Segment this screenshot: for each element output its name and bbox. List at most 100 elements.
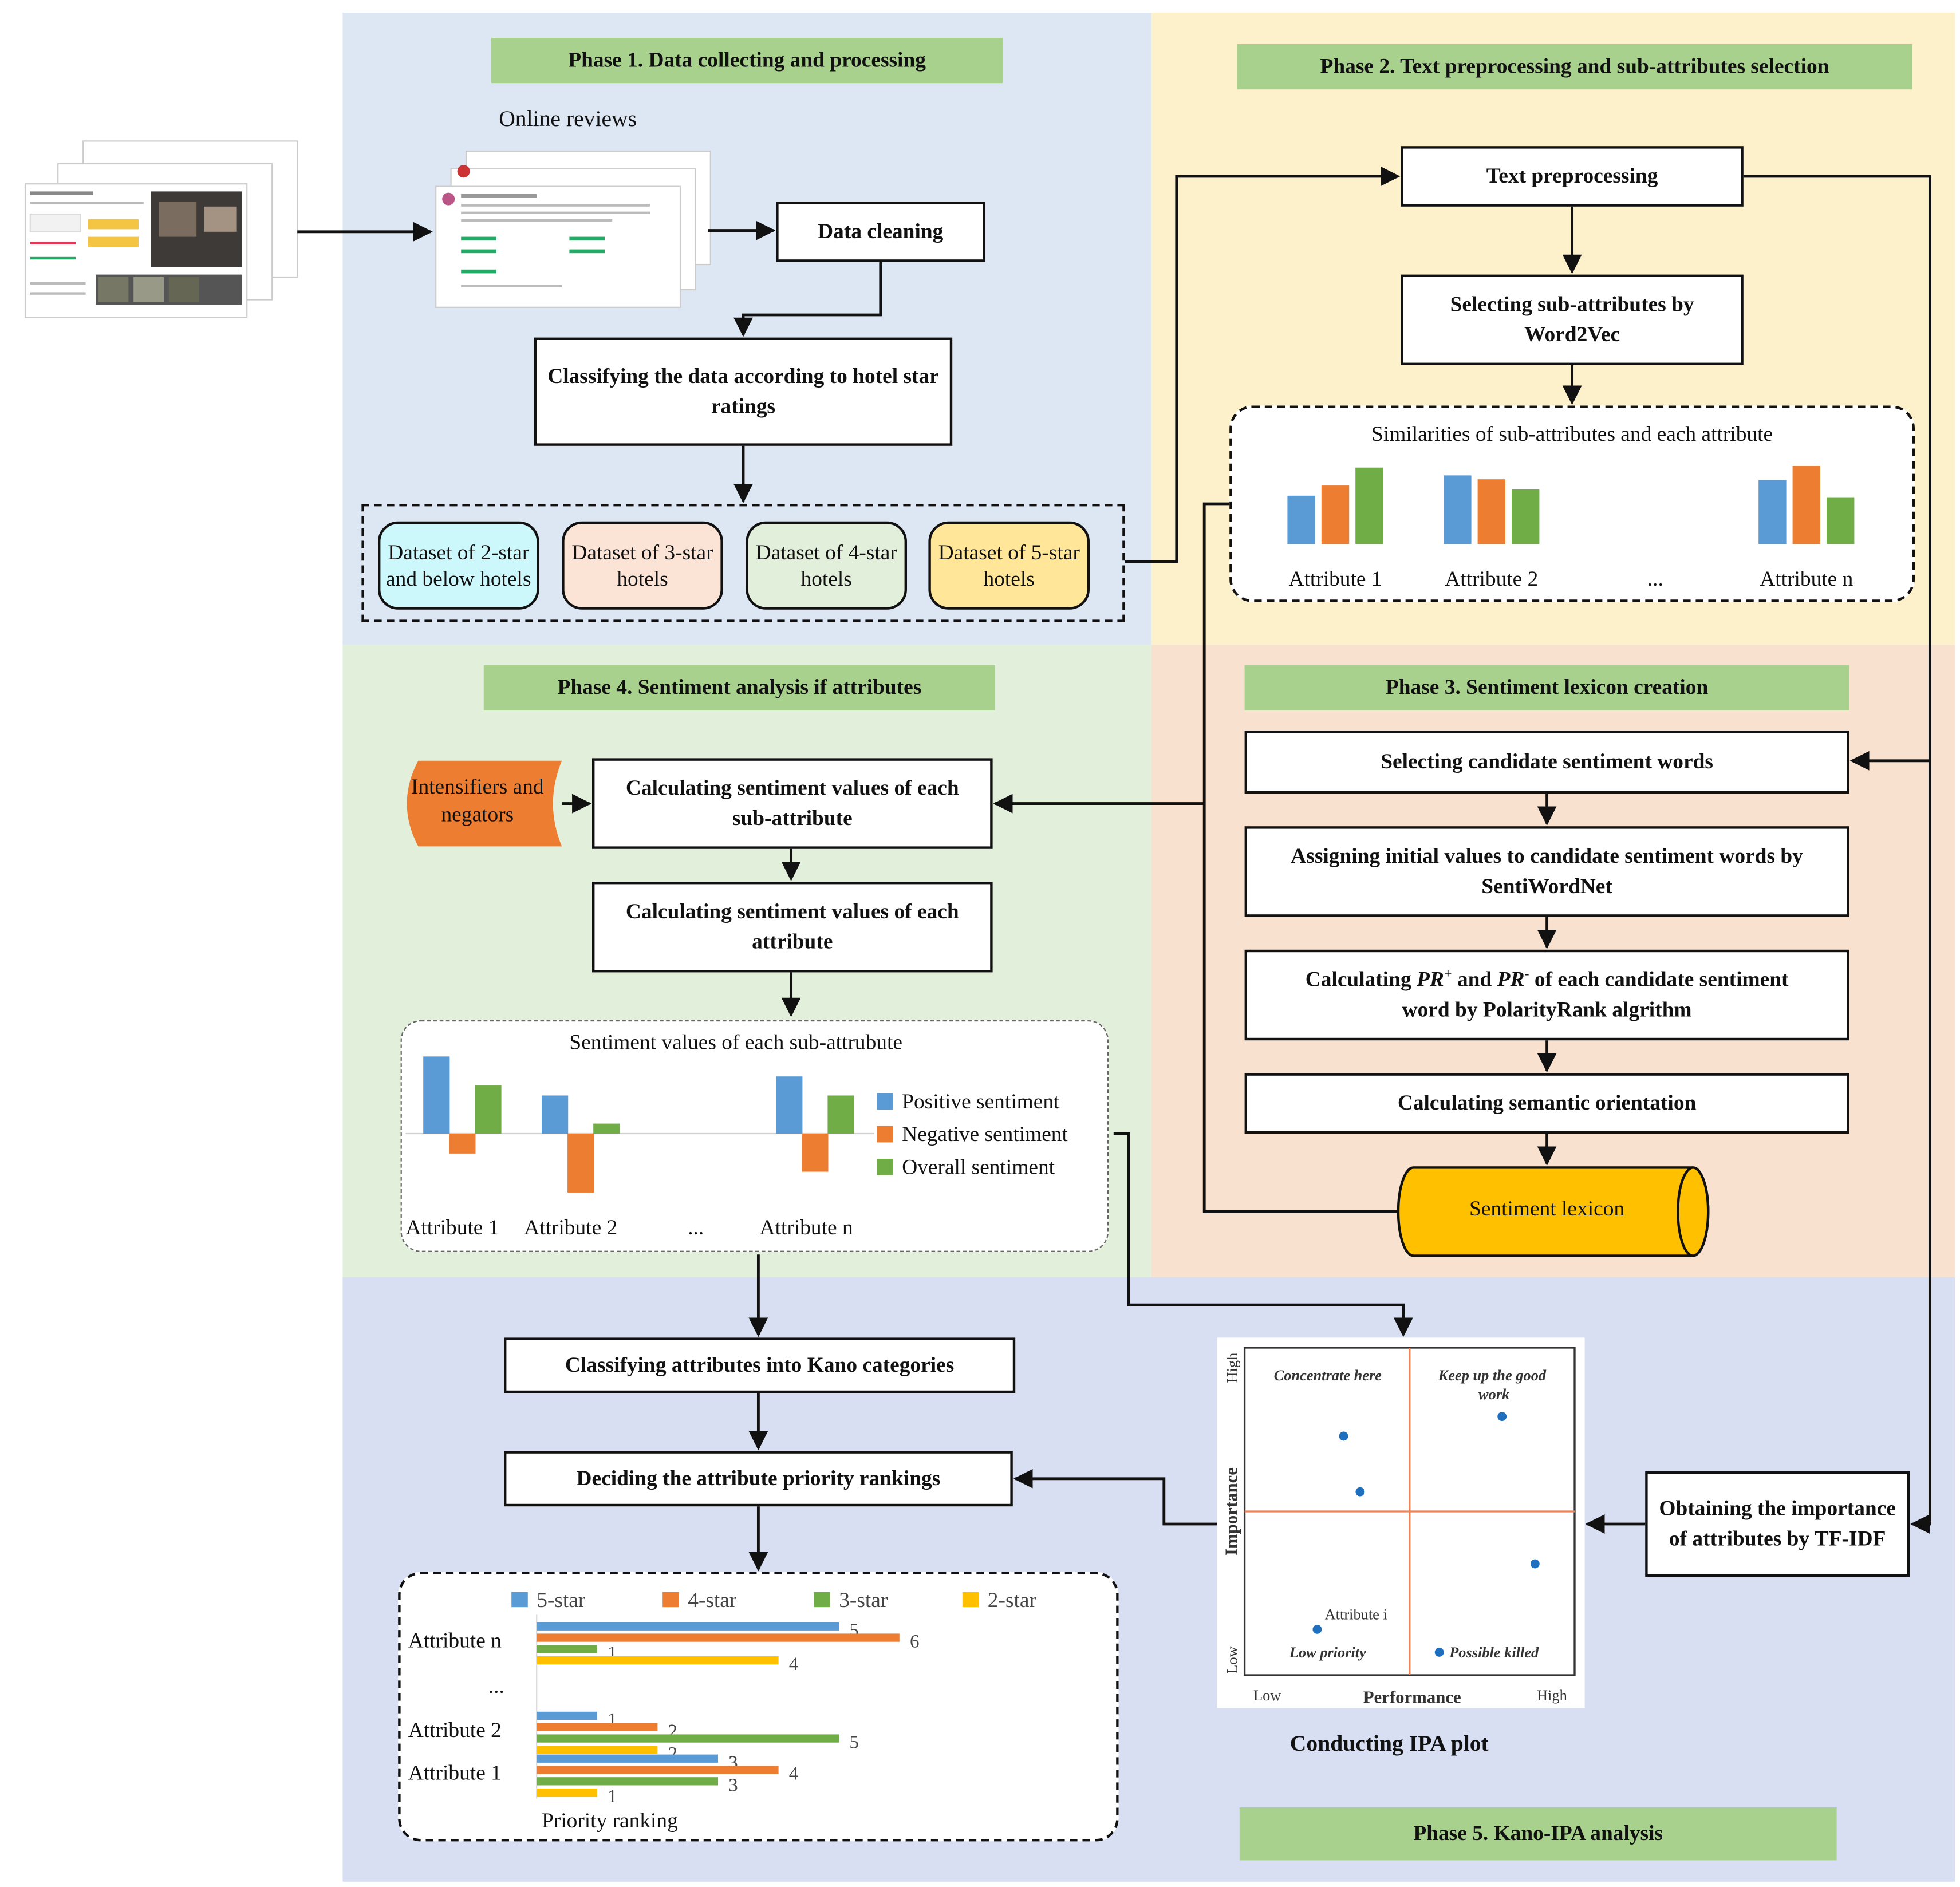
selecting-sub-attributes-box: Selecting sub-attributes by Word2Vec xyxy=(1401,274,1744,365)
similarity-bar xyxy=(1287,495,1315,544)
ipa-quadrant-keep-up: Keep up the good work xyxy=(1438,1367,1550,1403)
ipa-high-label: High xyxy=(1223,1353,1240,1383)
sentiment-category-label: Attribute n xyxy=(760,1216,853,1239)
sentiment-legend-label: Positive sentiment xyxy=(902,1090,1060,1114)
priority-legend-label: 2-star xyxy=(988,1589,1037,1612)
phase5-title: Phase 5. Kano-IPA analysis xyxy=(1239,1807,1837,1861)
sentiment-bar xyxy=(776,1076,803,1134)
similarity-bar xyxy=(1827,497,1855,544)
phase1-title: Phase 1. Data collecting and processing xyxy=(491,38,1003,84)
priority-value-label: 6 xyxy=(910,1632,920,1652)
priority-bar xyxy=(537,1789,597,1797)
similarity-bar xyxy=(1758,480,1787,544)
ipa-low-label: Low xyxy=(1223,1646,1240,1673)
intensifiers-label: Intensifiers and negators xyxy=(411,775,544,827)
priority-bar xyxy=(537,1711,597,1720)
sentiment-bar xyxy=(423,1056,450,1134)
ipa-point-label: Attribute i xyxy=(1325,1605,1387,1622)
phase2-title: Phase 2. Text preprocessing and sub-attr… xyxy=(1237,44,1912,90)
ipa-point xyxy=(1434,1648,1444,1657)
obtaining-importance-box: Obtaining the importance of attributes b… xyxy=(1645,1471,1910,1577)
ipa-point xyxy=(1355,1487,1365,1497)
datasets-group xyxy=(361,504,1125,622)
sentiment-panel xyxy=(400,1020,1109,1252)
priority-bar xyxy=(537,1734,839,1743)
ipa-quadrant-possible-killed: Possible killed xyxy=(1449,1644,1539,1661)
priority-legend-label: 4-star xyxy=(688,1589,737,1612)
priority-value-label: 5 xyxy=(849,1732,859,1753)
ipa-x-axis-label: Performance xyxy=(1363,1687,1461,1707)
priority-value-label: 1 xyxy=(608,1786,617,1807)
sentiment-category-label: Attribute 2 xyxy=(524,1216,617,1239)
deciding-priority-box: Deciding the attribute priority rankings xyxy=(504,1451,1013,1507)
priority-category-label: ... xyxy=(488,1675,504,1698)
dataset-4-star: Dataset of 4-star hotels xyxy=(746,521,907,610)
priority-bar xyxy=(537,1656,779,1665)
sentiment-legend-swatch xyxy=(877,1093,893,1110)
sentiment-bar xyxy=(827,1095,854,1134)
similarity-category-label: ... xyxy=(1647,567,1663,591)
sentiment-category-label: ... xyxy=(688,1216,704,1239)
priority-legend-label: 5-star xyxy=(537,1589,586,1612)
ipa-plot xyxy=(1217,1337,1585,1708)
intensifiers-shape xyxy=(407,760,562,847)
semantic-orientation-box: Calculating semantic orientation xyxy=(1244,1073,1849,1134)
review-cards-image xyxy=(435,150,711,308)
dataset-5-star: Dataset of 5-star hotels xyxy=(928,521,1090,610)
ipa-point xyxy=(1530,1559,1540,1569)
ipa-x-low-label: Low xyxy=(1253,1687,1281,1704)
ipa-quadrant-keep-up-line2: work xyxy=(1478,1385,1509,1403)
classifying-data-box: Classifying the data according to hotel … xyxy=(534,337,953,446)
ipa-quadrant-keep-up-line1: Keep up the good xyxy=(1438,1367,1547,1384)
priority-bar xyxy=(537,1622,839,1631)
selecting-candidate-box: Selecting candidate sentiment words xyxy=(1244,731,1849,794)
dataset-3-star: Dataset of 3-star hotels xyxy=(562,521,723,610)
priority-bar xyxy=(537,1746,658,1754)
priority-bar xyxy=(537,1645,597,1653)
priority-bar xyxy=(537,1754,718,1763)
calc-attribute-box: Calculating sentiment values of each att… xyxy=(592,882,993,973)
phase3-title: Phase 3. Sentiment lexicon creation xyxy=(1244,665,1849,710)
similarity-bar xyxy=(1321,485,1350,544)
ipa-points: Attribute i xyxy=(1312,1412,1540,1657)
ipa-point xyxy=(1312,1625,1322,1634)
priority-legend-label: 3-star xyxy=(839,1589,888,1612)
ipa-point xyxy=(1339,1431,1348,1441)
ipa-point xyxy=(1497,1412,1507,1422)
polarity-rank-line1: Calculating PR+ and PR- of each candidat… xyxy=(1305,966,1789,992)
ipa-caption: Conducting IPA plot xyxy=(1289,1730,1489,1756)
sentiment-legend-label: Negative sentiment xyxy=(902,1123,1068,1146)
similarities-title: Similarities of sub-attributes and each … xyxy=(1371,422,1773,446)
similarity-bar xyxy=(1355,467,1383,544)
priority-value-label: 4 xyxy=(789,1764,799,1785)
similarity-bar xyxy=(1792,466,1820,544)
similarity-bar xyxy=(1512,489,1540,544)
data-cleaning-box: Data cleaning xyxy=(776,202,985,262)
dataset-2-star: Dataset of 2-star and below hotels xyxy=(378,521,539,610)
priority-legend-swatch xyxy=(662,1592,679,1608)
website-screenshot-image xyxy=(24,140,298,318)
ipa-quadrant-low-priority: Low priority xyxy=(1289,1644,1366,1661)
sentiment-bar xyxy=(593,1123,620,1134)
assigning-values-box: Assigning initial values to candidate se… xyxy=(1244,826,1849,917)
phase4-title: Phase 4. Sentiment analysis if attribute… xyxy=(483,665,995,710)
priority-category-label: Attribute n xyxy=(408,1629,502,1653)
priority-axis-title: Priority ranking xyxy=(542,1809,678,1833)
ipa-quadrant-concentrate: Concentrate here xyxy=(1274,1367,1382,1384)
priority-bar xyxy=(537,1723,658,1731)
similarity-category-label: Attribute 2 xyxy=(1445,567,1538,591)
online-reviews-label: Online reviews xyxy=(499,105,637,131)
priority-bar xyxy=(537,1633,900,1642)
ipa-plot-frame: Importance High Low Performance Low High… xyxy=(1221,1347,1576,1707)
sentiment-bar xyxy=(475,1085,502,1134)
ipa-x-high-label: High xyxy=(1537,1687,1567,1704)
sentiment-bar xyxy=(542,1095,569,1134)
sentiment-bar xyxy=(567,1134,594,1193)
priority-value-label: 3 xyxy=(728,1775,738,1795)
similarity-category-label: Attribute 1 xyxy=(1288,567,1382,591)
sentiment-legend-swatch xyxy=(877,1126,893,1143)
priority-legend-swatch xyxy=(511,1592,528,1608)
